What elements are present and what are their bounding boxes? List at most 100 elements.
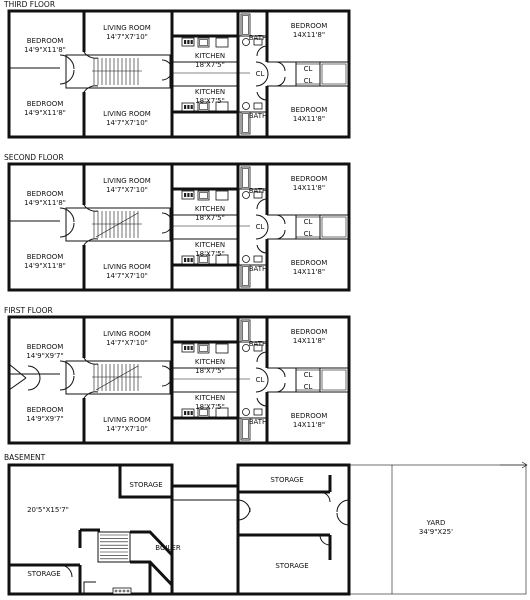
yard-arrow-head (521, 461, 528, 469)
sink (197, 37, 210, 48)
door-swing (59, 222, 75, 238)
door-swing (59, 360, 75, 376)
floor-title: THIRD FLOOR (3, 0, 55, 9)
label-bedroom-se-line: 14X11'8" (293, 421, 325, 429)
door-swing (319, 491, 331, 503)
label-bedroom-sw-line: 14'9"X11'8" (24, 109, 66, 117)
tub-inner (242, 419, 249, 439)
toilet (242, 191, 250, 199)
label-bedroom-nw-line: BEDROOM (27, 343, 64, 351)
entry-door (8, 377, 27, 391)
east-block-outline (236, 162, 351, 292)
label-living-room-n-line: 14'7"X7'10" (106, 33, 148, 41)
label-living-room-n-line: 14'7"X7'10" (106, 186, 148, 194)
door-swing (256, 397, 268, 407)
label-main-room: 20'5"X15'7" (27, 506, 69, 514)
label-bedroom-se-line: BEDROOM (291, 259, 328, 267)
label-living-room-n-line: LIVING ROOM (103, 330, 151, 338)
door-swing (336, 512, 350, 526)
closet-box (321, 369, 347, 391)
meter (114, 589, 118, 593)
burner (184, 346, 187, 350)
basin (253, 102, 263, 110)
label-kitchen-n-line: 18'X7'5" (195, 214, 225, 222)
door-swing (275, 382, 286, 393)
burner (190, 258, 193, 262)
stair-hall (65, 54, 171, 89)
tub-inner (242, 113, 249, 133)
bathtub (240, 417, 251, 441)
bathtub (240, 319, 251, 343)
label-closet-line: CL (304, 77, 313, 85)
closet-box (321, 216, 347, 238)
label-closet: CL (304, 65, 313, 73)
door-swing (83, 51, 99, 59)
label-closet: CL (304, 230, 313, 238)
fridge (215, 407, 229, 418)
door-swing (59, 207, 75, 223)
basin (253, 408, 263, 416)
label-living-room-n-line: LIVING ROOM (103, 24, 151, 32)
meter-box (112, 587, 132, 595)
label-kitchen-s-line: 18'X7'5" (195, 250, 225, 258)
west-block-outline (7, 162, 174, 292)
label-storage-ne: STORAGE (270, 476, 303, 484)
sink-basin (199, 39, 208, 46)
label-living-room-n-line: LIVING ROOM (103, 177, 151, 185)
basement-east-outline (236, 463, 351, 596)
boiler-wall (130, 530, 174, 557)
label-living-room-s-line: LIVING ROOM (103, 110, 151, 118)
burner (187, 40, 190, 44)
label-closet-line: CL (256, 70, 265, 78)
burner (184, 40, 187, 44)
fridge (215, 343, 229, 354)
label-closet: CL (256, 376, 265, 384)
sink-basin (199, 409, 208, 416)
east-block-outline (236, 315, 351, 445)
door-swing (275, 367, 286, 378)
door-swing (275, 229, 286, 240)
basin (253, 38, 263, 46)
label-bath-n-line: BATH (249, 34, 268, 42)
label-closet-line: CL (304, 383, 313, 391)
label-storage-nw-line: STORAGE (129, 481, 162, 489)
label-kitchen-s-line: 18'X7'5" (195, 97, 225, 105)
toilet (242, 38, 250, 46)
label-bedroom-ne-line: 14X11'8" (293, 337, 325, 345)
label-bath-s: BATH (249, 265, 268, 273)
label-yard-line: 34'9"X25' (419, 528, 453, 536)
door-swing (59, 69, 75, 85)
sink (197, 101, 210, 112)
label-boiler: BOILER (155, 544, 181, 552)
stair-break (95, 365, 139, 391)
door-swing (255, 73, 269, 87)
burner (184, 193, 187, 197)
door-swing (59, 564, 73, 578)
sink-basin (199, 256, 208, 263)
fridge (215, 190, 229, 201)
basement-plan: BASEMENT20'5"X15'7"STORAGESTORAGEBOILERS… (4, 453, 528, 596)
stair-box (97, 531, 131, 563)
meter (118, 589, 122, 593)
burner (187, 346, 190, 350)
label-bedroom-nw-line: BEDROOM (27, 37, 64, 45)
door-swing (59, 375, 75, 391)
toilet (242, 344, 250, 352)
sink (197, 190, 210, 201)
bathtub (240, 166, 251, 190)
label-bath-n: BATH (249, 187, 268, 195)
label-bedroom-ne-line: BEDROOM (291, 328, 328, 336)
door-swing (59, 54, 75, 70)
burner (190, 105, 193, 109)
label-kitchen-n-line: KITCHEN (195, 52, 225, 60)
burner (190, 40, 193, 44)
door-swing (83, 581, 96, 594)
